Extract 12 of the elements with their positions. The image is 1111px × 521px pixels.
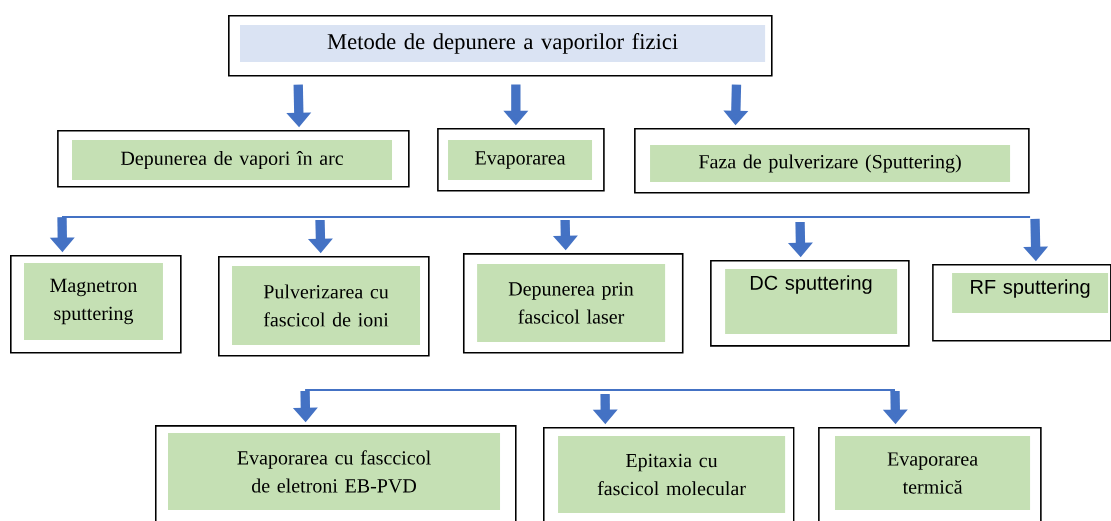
title-box: Metode de depunere a vaporilor fizici (228, 14, 773, 77)
method-box: Depunerea prin fascicol laser (462, 253, 684, 354)
method-box: Evaporarea termică (818, 426, 1042, 521)
method-box: RF sputtering (932, 263, 1111, 342)
method-box: Evaporarea (437, 127, 605, 192)
method-box: Evaporarea cu fasccicol de eletroni EB-PVD (154, 425, 517, 521)
method-box: DC sputtering (710, 259, 910, 347)
method-box: Epitaxia cu fascicol molecular (542, 426, 795, 521)
method-box: Depunerea de vapori în arc (57, 129, 410, 188)
method-box: Pulverizarea cu fascicol de ioni (218, 255, 430, 357)
method-box: Faza de pulverizare (Sputtering) (634, 127, 1030, 194)
method-box: Magnetron sputtering (10, 254, 182, 354)
